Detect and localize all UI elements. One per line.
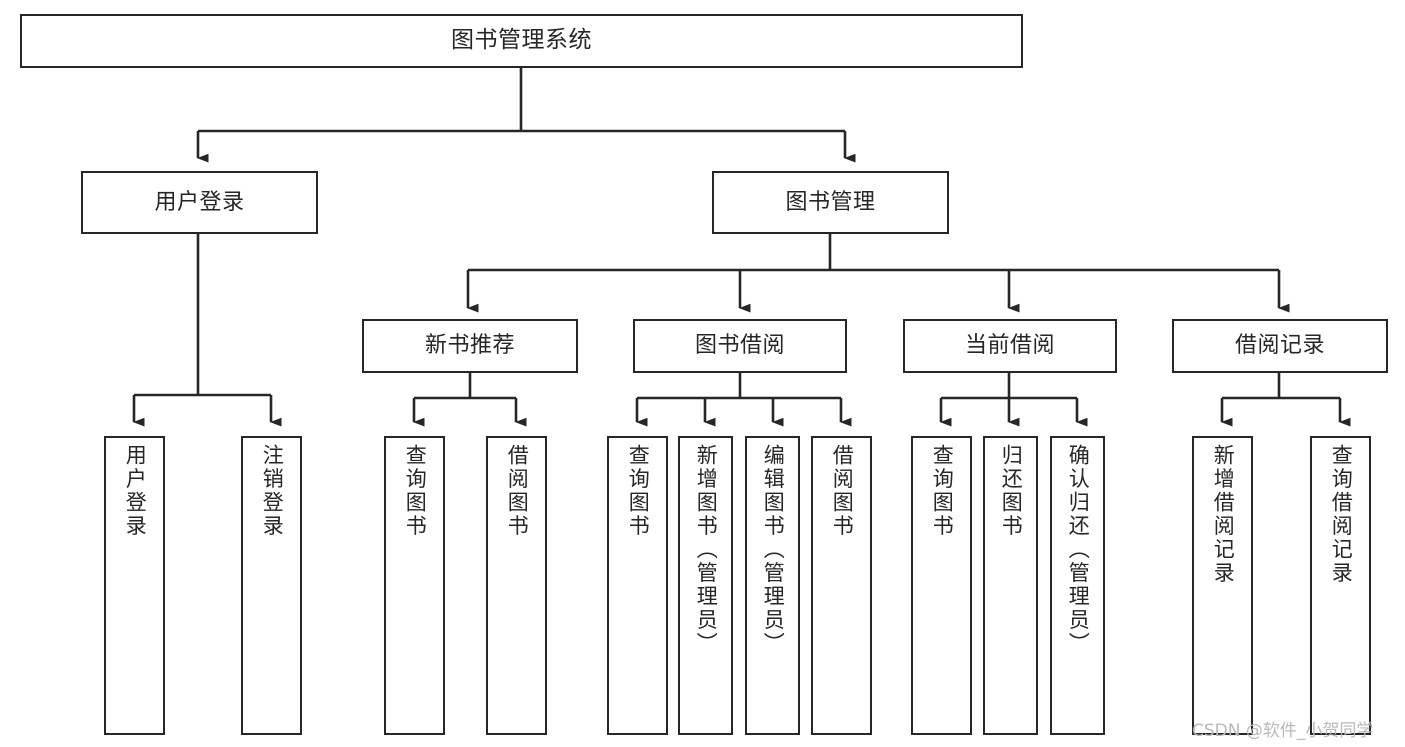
node-label: 用户登录 [154,189,245,215]
node-leaf-logout[interactable]: 注销登录 [241,436,302,735]
node-label: 用户登录 [123,444,148,538]
node-label: 查询图书 [403,444,428,538]
node-label: 图书管理 [785,189,876,215]
node-leaf-user-login[interactable]: 用户登录 [104,436,165,735]
node-label: 查询图书 [626,444,651,538]
node-label: 借阅图书 [830,444,855,538]
node-label: 图书借阅 [694,333,785,359]
node-book-borrow[interactable]: 图书借阅 [633,319,847,373]
watermark-text: CSDN @软件_小贺同学 [1192,721,1374,741]
node-leaf-query-borrow-record[interactable]: 查询借阅记录 [1310,436,1371,735]
node-leaf-add-book-admin[interactable]: 新增图书（管理员） [678,436,733,735]
node-leaf-edit-book-admin[interactable]: 编辑图书（管理员） [745,436,800,735]
node-leaf-add-borrow-record[interactable]: 新增借阅记录 [1192,436,1253,735]
node-borrow-record[interactable]: 借阅记录 [1172,319,1388,373]
node-label: 编辑图书（管理员） [761,444,786,656]
node-label: 归还图书 [999,444,1024,538]
node-label: 图书管理系统 [451,27,592,54]
node-label: 注销登录 [260,444,285,538]
node-label: 新书推荐 [424,333,515,359]
node-label: 借阅记录 [1234,333,1325,359]
node-leaf-query-book-recommend[interactable]: 查询图书 [384,436,445,735]
node-book-management[interactable]: 图书管理 [712,171,949,234]
node-label: 新增借阅记录 [1211,444,1236,585]
node-leaf-borrow-book-recommend[interactable]: 借阅图书 [486,436,547,735]
node-leaf-return-book[interactable]: 归还图书 [983,436,1038,735]
node-label: 查询借阅记录 [1329,444,1354,585]
node-user-login[interactable]: 用户登录 [81,171,318,234]
node-label: 新增图书（管理员） [694,444,719,656]
node-leaf-borrow-book[interactable]: 借阅图书 [811,436,872,735]
node-leaf-query-book-current[interactable]: 查询图书 [911,436,972,735]
node-leaf-query-book-borrow[interactable]: 查询图书 [607,436,668,735]
node-leaf-confirm-return-admin[interactable]: 确认归还（管理员） [1050,436,1105,735]
node-new-book-recommend[interactable]: 新书推荐 [362,319,578,373]
node-label: 查询图书 [930,444,955,538]
node-label: 当前借阅 [964,333,1055,359]
node-label: 确认归还（管理员） [1066,444,1091,656]
node-current-borrow[interactable]: 当前借阅 [903,319,1117,373]
node-root-library-system[interactable]: 图书管理系统 [20,14,1023,68]
node-label: 借阅图书 [505,444,530,538]
